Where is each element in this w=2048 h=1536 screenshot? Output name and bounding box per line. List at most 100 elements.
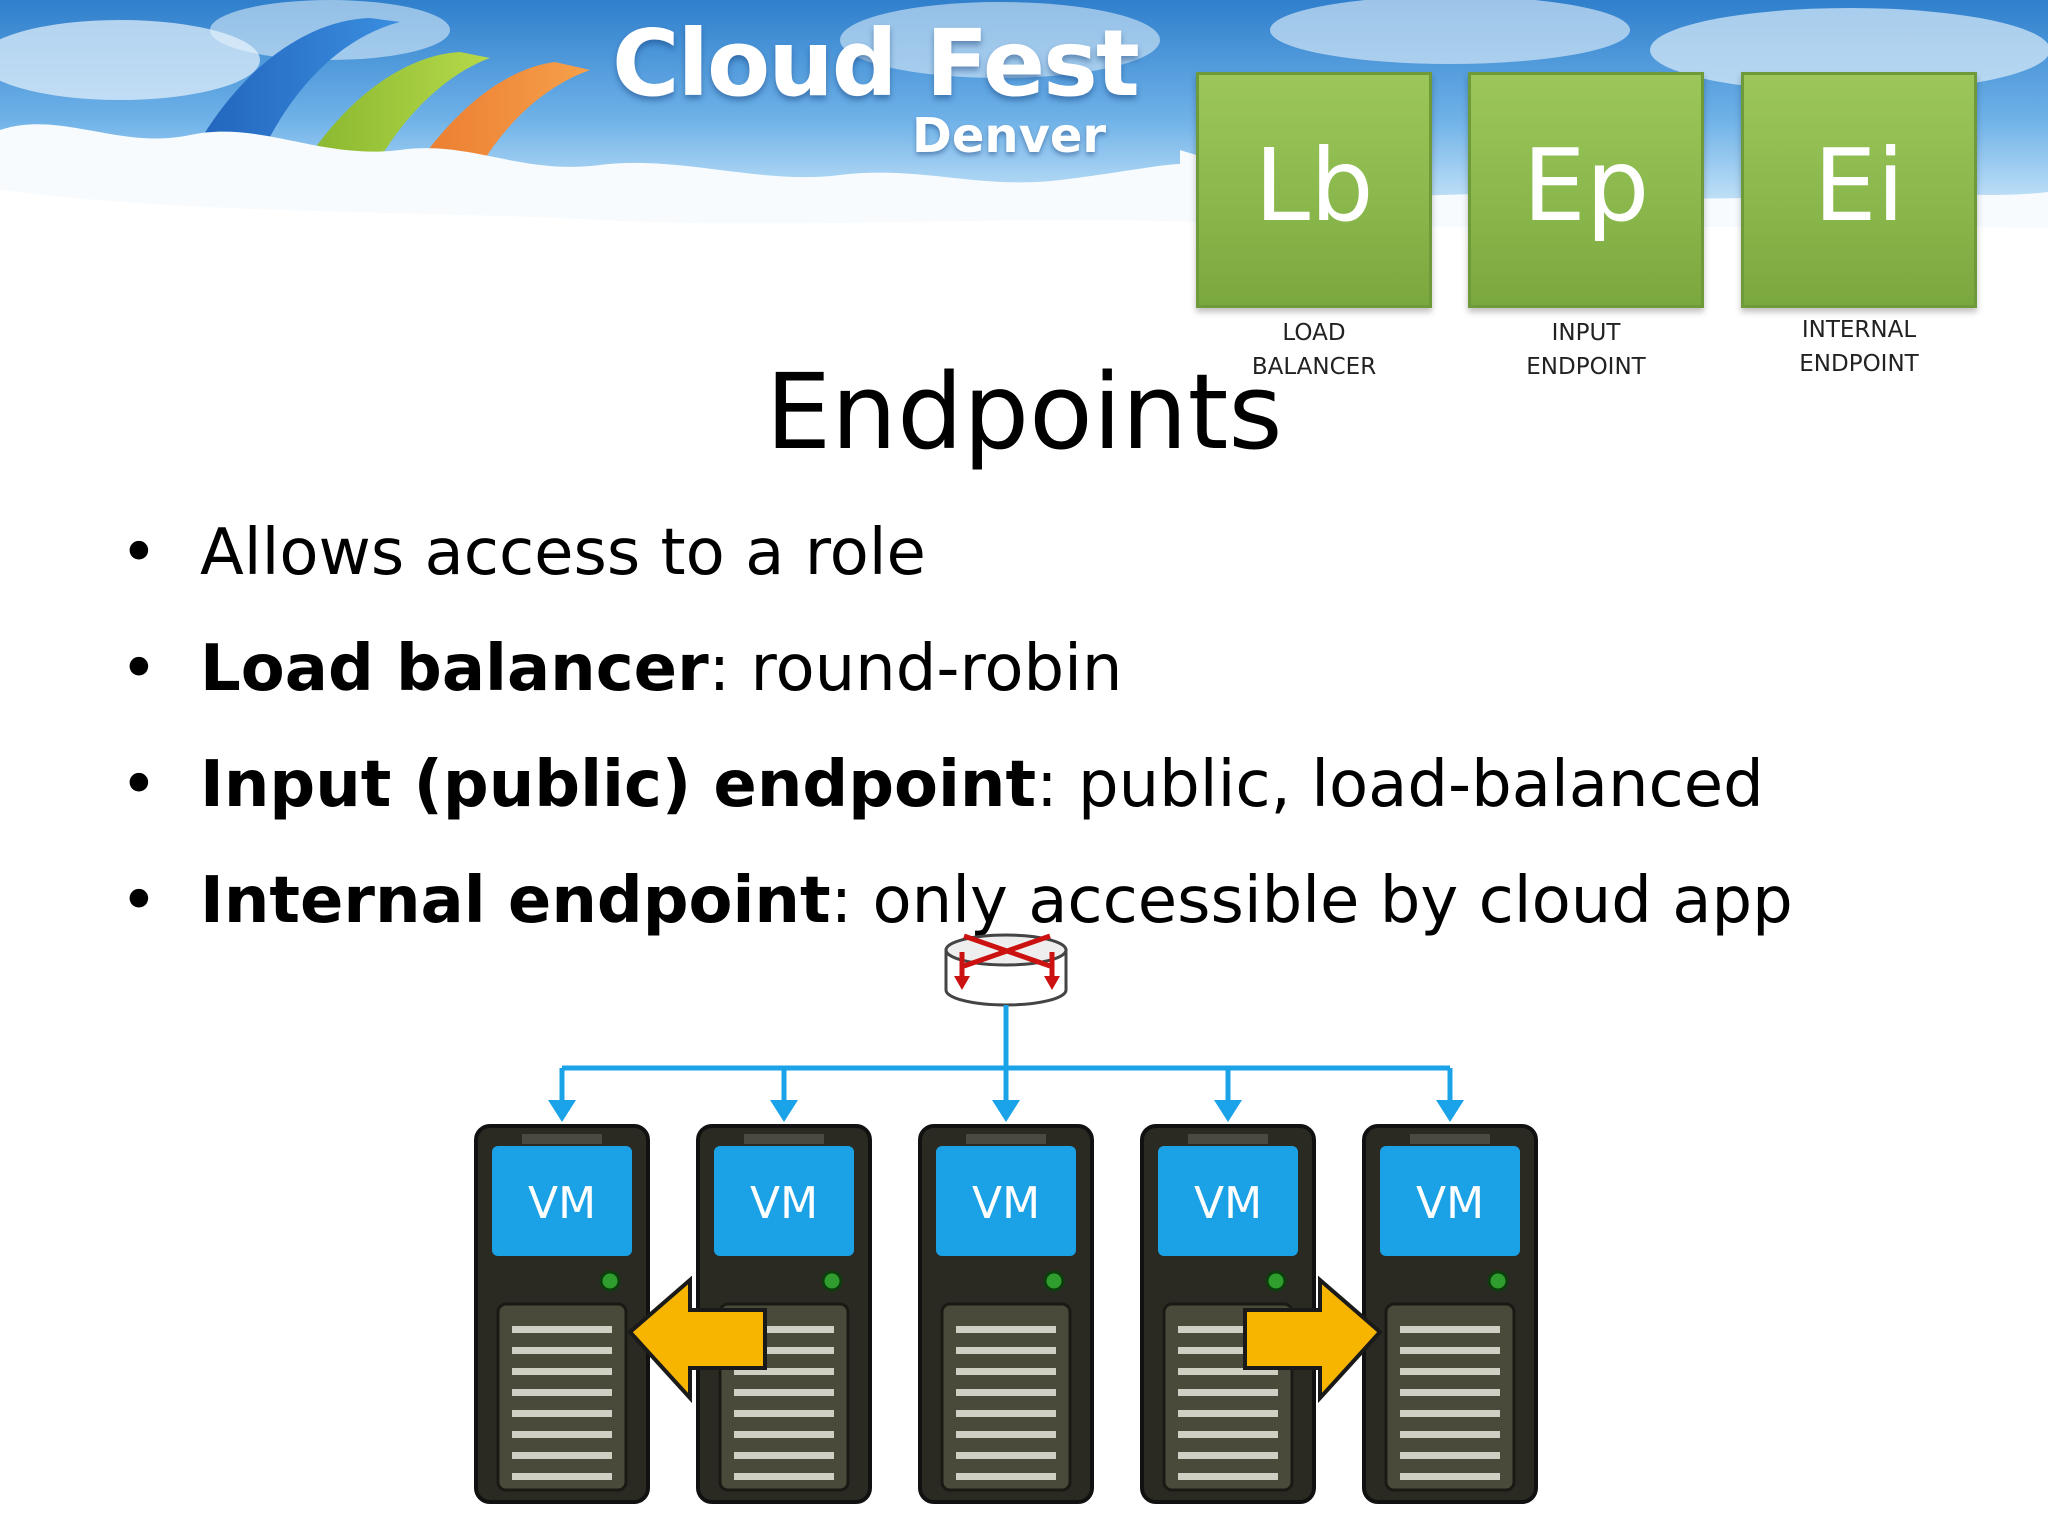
server-top-slot: [522, 1134, 602, 1144]
drive-slot: [1400, 1473, 1500, 1480]
bullet-marker: •: [120, 864, 158, 938]
server-3: VM: [918, 1124, 1094, 1504]
server-top-slot: [744, 1134, 824, 1144]
tile-internal-endpoint-abbr: Ei: [1813, 127, 1905, 244]
drive-slot: [512, 1368, 612, 1375]
drive-slot: [1400, 1368, 1500, 1375]
drive-slot: [512, 1410, 612, 1417]
drive-slot: [734, 1410, 834, 1417]
tile-load-balancer: Lb: [1196, 72, 1432, 308]
drive-slot: [956, 1410, 1056, 1417]
drive-slot: [1178, 1410, 1278, 1417]
drive-slot: [1178, 1347, 1278, 1354]
drive-slot: [512, 1326, 612, 1333]
drive-slot: [1400, 1452, 1500, 1459]
bullet-text: : public, load-balanced: [1036, 748, 1764, 822]
connector-lines: [548, 1005, 1464, 1122]
drive-slot: [956, 1431, 1056, 1438]
drive-slot: [734, 1326, 834, 1333]
drive-slot: [956, 1473, 1056, 1480]
vm-screen: [1380, 1146, 1520, 1256]
vm-label: VM: [528, 1178, 596, 1229]
drive-slot: [734, 1368, 834, 1375]
bullet-bold-text: Internal endpoint: [200, 864, 831, 938]
drive-slot: [956, 1452, 1056, 1459]
drive-slot: [1400, 1410, 1500, 1417]
tile-load-balancer-abbr: Lb: [1254, 127, 1374, 244]
drive-slot: [1178, 1452, 1278, 1459]
connector-arrowhead-4: [1214, 1100, 1242, 1122]
tile-load-balancer-caption: LOAD BALANCER: [1251, 320, 1377, 380]
drive-slot: [512, 1347, 612, 1354]
drive-slot: [512, 1431, 612, 1438]
drive-slot: [1400, 1389, 1500, 1396]
server-5: VM: [1362, 1124, 1538, 1504]
drive-slot: [512, 1389, 612, 1396]
drive-slot: [734, 1473, 834, 1480]
drive-slot: [734, 1389, 834, 1396]
tile-input-endpoint: Ep: [1468, 72, 1704, 308]
status-led: [1043, 1270, 1065, 1292]
bullet-item: • Internal endpoint: only accessible by c…: [120, 843, 1793, 959]
drive-slot: [734, 1452, 834, 1459]
drive-slot: [956, 1347, 1056, 1354]
server-top-slot: [1410, 1134, 1490, 1144]
connector-arrowhead-2: [770, 1100, 798, 1122]
logo-title: Cloud Fest: [612, 10, 1140, 117]
tile-input-endpoint-caption: INPUT ENDPOINT: [1526, 320, 1646, 380]
drive-slot: [512, 1473, 612, 1480]
bullet-marker: •: [120, 516, 158, 590]
bullet-item: • Input (public) endpoint: public, load-b…: [120, 727, 1793, 843]
status-led: [599, 1270, 621, 1292]
status-led: [1487, 1270, 1509, 1292]
vm-label: VM: [750, 1178, 818, 1229]
drive-slot: [512, 1452, 612, 1459]
vm-screen: [492, 1146, 632, 1256]
internal-endpoint-arrow-right: [1243, 1275, 1383, 1404]
bullet-item: • Load balancer: round-robin: [120, 611, 1793, 727]
sky-banner: [0, 0, 2048, 280]
logo-subtitle: Denver: [912, 108, 1107, 164]
drive-slot: [1178, 1389, 1278, 1396]
bullet-list: • Allows access to a role • Load balancer:…: [120, 495, 1793, 959]
slide-title: Endpoints: [765, 351, 1283, 473]
server-top-slot: [1188, 1134, 1268, 1144]
drive-slot: [1178, 1368, 1278, 1375]
drive-slot: [1400, 1431, 1500, 1438]
drive-slot: [1178, 1326, 1278, 1333]
tile-internal-endpoint: Ei: [1741, 72, 1977, 308]
tile-input-endpoint-abbr: Ep: [1522, 127, 1650, 244]
bullet-text: : only accessible by cloud app: [830, 864, 1793, 938]
bullet-bold-text: Input (public) endpoint: [200, 748, 1037, 822]
server-1: VM: [474, 1124, 650, 1504]
status-led: [821, 1270, 843, 1292]
bullet-bold-text: Load balancer: [200, 632, 709, 706]
connector-arrowhead-1: [548, 1100, 576, 1122]
drive-slot: [1178, 1473, 1278, 1480]
server-top-slot: [966, 1134, 1046, 1144]
bullet-marker: •: [120, 748, 158, 822]
drive-slot: [1178, 1431, 1278, 1438]
bullet-text: Allows access to a role: [200, 516, 926, 590]
bullet-item: • Allows access to a role: [120, 495, 1793, 611]
bullet-text: : round-robin: [708, 632, 1123, 706]
router-icon: [944, 933, 1068, 1007]
drive-slot: [734, 1347, 834, 1354]
bullet-marker: •: [120, 632, 158, 706]
connector-arrowhead-3: [992, 1100, 1020, 1122]
vm-label: VM: [972, 1178, 1040, 1229]
vm-screen: [1158, 1146, 1298, 1256]
drive-slot: [1400, 1347, 1500, 1354]
internal-endpoint-arrow-left: [627, 1275, 767, 1404]
drive-slot: [956, 1368, 1056, 1375]
vm-screen: [714, 1146, 854, 1256]
drive-slot: [734, 1431, 834, 1438]
drive-slot: [1400, 1326, 1500, 1333]
vm-label: VM: [1416, 1178, 1484, 1229]
drive-slot: [956, 1326, 1056, 1333]
status-led: [1265, 1270, 1287, 1292]
connector-arrowhead-5: [1436, 1100, 1464, 1122]
drive-slot: [956, 1389, 1056, 1396]
